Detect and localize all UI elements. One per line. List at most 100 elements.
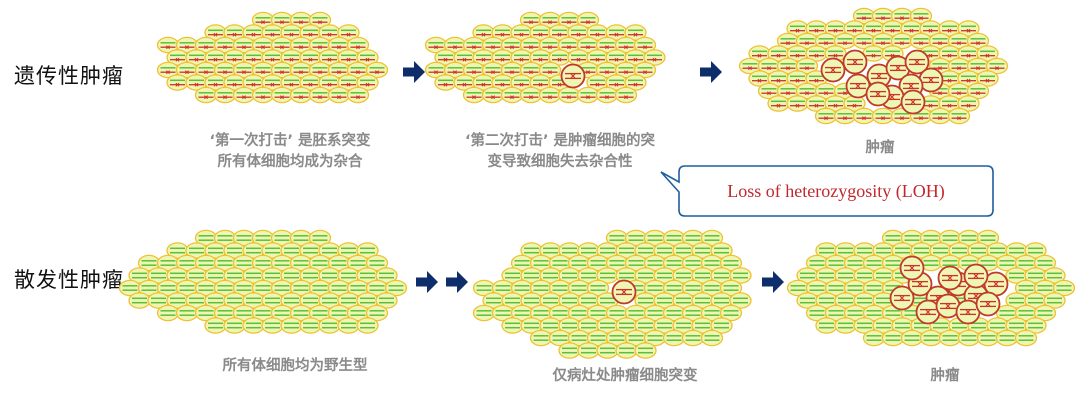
mutated-cell [538, 11, 562, 29]
mutated-cell [957, 95, 980, 112]
normal-cell [1043, 292, 1066, 309]
normal-cell [299, 317, 322, 334]
normal-cell [605, 329, 629, 347]
loh-callout: Loss of heterozygosity (LOH) [660, 165, 994, 217]
normal-cell [605, 304, 629, 322]
mutated-cell [327, 86, 351, 104]
tumor-cell [842, 49, 868, 75]
tumor-cell [865, 81, 891, 107]
normal-cell [662, 254, 686, 272]
normal-cell [862, 254, 886, 272]
normal-cell [337, 317, 360, 334]
normal-cell [710, 242, 733, 259]
normal-cell [299, 242, 322, 259]
normal-cell [700, 229, 724, 247]
normal-cell [1024, 292, 1047, 309]
normal-cell [824, 254, 848, 272]
mutated-cell [337, 24, 360, 41]
tumor-cell [845, 73, 871, 99]
mutated-cell [194, 86, 218, 104]
normal-cell [270, 304, 294, 322]
normal-cell [346, 254, 370, 272]
mutated-cell [786, 95, 809, 112]
normal-cell [834, 317, 857, 334]
mutated-cell [519, 11, 543, 29]
normal-cell [719, 279, 743, 297]
normal-cell [194, 254, 218, 272]
mutated-cell [365, 61, 389, 79]
normal-cell [643, 329, 667, 347]
normal-cell [529, 329, 553, 347]
normal-cell [615, 342, 638, 359]
mutated-cell [938, 95, 961, 112]
mutated-cell [595, 61, 619, 79]
mutated-cell [776, 57, 800, 75]
mutated-cell [795, 32, 819, 50]
caption-sporadic-3: 肿瘤 [895, 366, 995, 387]
normal-cell [662, 229, 686, 247]
mutated-cell [966, 82, 990, 100]
normal-cell [558, 267, 581, 284]
mutated-cell [481, 86, 505, 104]
normal-cell [815, 317, 838, 334]
normal-cell [1024, 317, 1047, 334]
normal-cell [719, 304, 743, 322]
normal-cell [919, 229, 943, 247]
normal-cell [643, 254, 667, 272]
normal-cell [577, 342, 600, 359]
normal-cell [662, 329, 686, 347]
mutated-cell [633, 61, 657, 79]
normal-cell [242, 267, 265, 284]
mutated-cell [586, 49, 609, 66]
normal-cell [365, 254, 389, 272]
mutated-cell [472, 24, 495, 41]
mutated-cell [270, 61, 294, 79]
mutated-cell [223, 24, 246, 41]
tumor-cell [899, 255, 925, 281]
normal-cell [558, 342, 581, 359]
mutated-cell [500, 86, 524, 104]
mutated-cell [261, 24, 284, 41]
mutated-cell [900, 20, 923, 37]
normal-cell [270, 254, 294, 272]
mutated-cell [232, 86, 256, 104]
normal-cell [1005, 267, 1028, 284]
mutated-cell [976, 45, 999, 62]
normal-cell [624, 254, 648, 272]
mutated-cell [529, 49, 552, 66]
normal-cell [261, 267, 284, 284]
normal-cell [910, 242, 933, 259]
mutated-cell [966, 57, 990, 75]
normal-cell [729, 292, 752, 309]
normal-cell [128, 292, 151, 309]
normal-cell [634, 292, 657, 309]
normal-cell [472, 279, 496, 297]
normal-cell [577, 267, 600, 284]
normal-cell [548, 279, 572, 297]
normal-cell [624, 304, 648, 322]
caption-line: 变导致细胞失去杂合性 [487, 154, 633, 170]
mutated-cell [462, 61, 486, 79]
normal-cell [558, 292, 581, 309]
normal-cell [308, 279, 332, 297]
mutated-cell [966, 32, 990, 50]
mutated-cell [824, 20, 847, 37]
mutated-cell [318, 74, 341, 91]
normal-cell [137, 254, 161, 272]
mutated-cell [909, 7, 933, 25]
normal-cell [299, 292, 322, 309]
normal-cell [156, 254, 180, 272]
cell-cluster-hereditary-3 [738, 7, 1009, 125]
cell-cluster-hereditary-1 [156, 11, 389, 104]
mutated-cell [738, 57, 762, 75]
normal-cell [881, 329, 905, 347]
normal-cell [596, 342, 619, 359]
mutated-cell [852, 107, 876, 125]
mutated-cell [346, 36, 370, 54]
tumor-cell [937, 265, 963, 291]
mutated-cell [232, 36, 256, 54]
normal-cell [995, 254, 1019, 272]
mutated-cell [251, 11, 275, 29]
mutated-cell [633, 36, 657, 54]
